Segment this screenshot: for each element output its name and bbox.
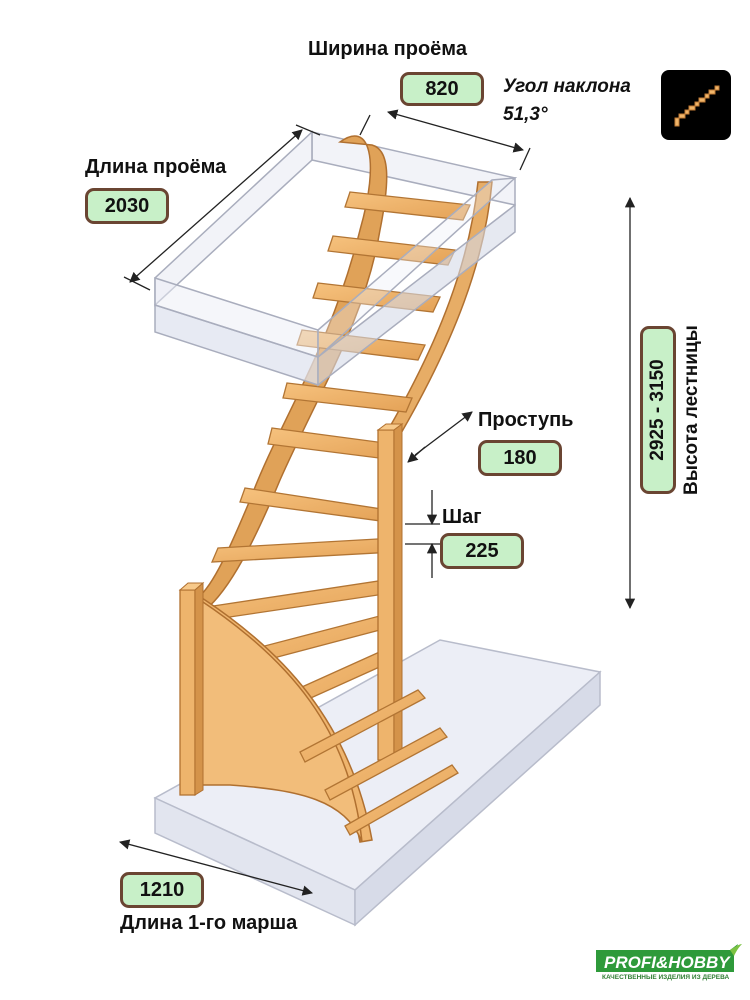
lower-stringer [178,581,373,843]
logo-name: PROFI&HOBBY [604,953,730,972]
slope-angle-value: 51,3° [503,104,548,125]
stair-height-box [640,326,676,494]
step-title: Шаг [442,506,482,528]
logo-tagline: КАЧЕСТВЕННЫЕ ИЗДЕЛИЯ ИЗ ДЕРЕВА [602,974,730,981]
opening-width-title: Ширина проёма [308,38,467,60]
first-flight-dimension [118,839,314,896]
stairs-icon [661,70,731,140]
opening-length-title: Длина проёма [85,156,227,178]
step-dimension [405,490,440,578]
opening-width-dimension [359,109,531,171]
profi-hobby-logo: PROFI&HOBBY КАЧЕСТВЕННЫЕ ИЗДЕЛИЯ ИЗ ДЕРЕ… [592,944,742,988]
upper-treads [267,191,471,461]
stair-height-title: Высота лестницы [681,325,702,495]
tread-title: Проступь [478,409,574,431]
newel-post [376,423,404,761]
tread-value: 180 [478,440,562,476]
stair-height-value: 2925 - 3150 [647,359,668,461]
opening-frame-front [154,177,518,387]
lower-treads [299,689,459,836]
opening-length-dimension [123,124,321,291]
opening-length-value: 2030 [85,188,169,224]
step-value: 225 [440,533,524,569]
first-flight-value: 1210 [120,872,204,908]
opening-width-value: 820 [400,72,484,106]
first-flight-title: Длина 1-го марша [120,912,298,934]
slope-angle-title: Угол наклона [503,76,631,97]
tread-dimension [407,411,473,463]
